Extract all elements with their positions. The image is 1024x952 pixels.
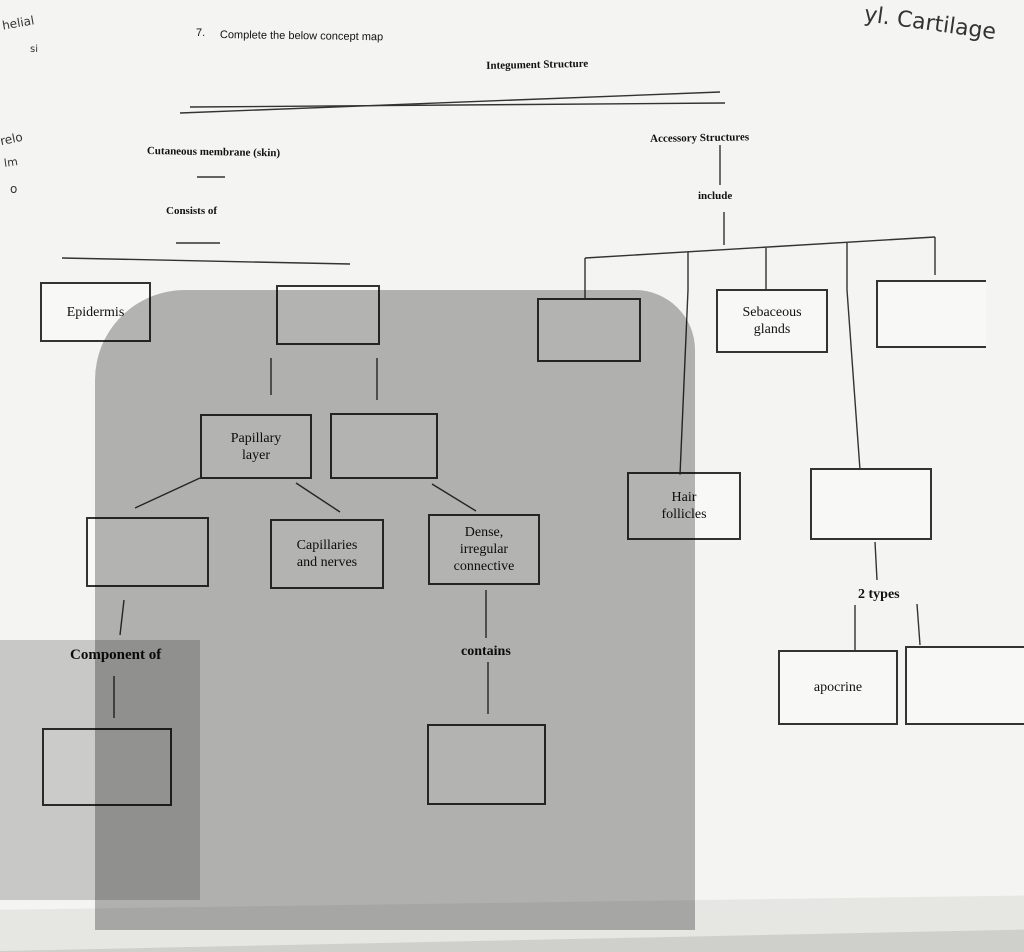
root-concept: Integument Structure — [486, 57, 589, 72]
hair-label: Hair follicles — [661, 490, 707, 522]
capillaries-box: Capillaries and nerves — [270, 519, 384, 589]
sebaceous-label: Sebaceous glands — [742, 305, 802, 337]
contains-link-label: contains — [461, 644, 511, 659]
dense-connective-box: Dense, irregular connective — [428, 514, 540, 585]
concept-map-lines — [61, 91, 936, 718]
types-link-label: 2 types — [858, 587, 900, 602]
epidermis-box: Epidermis — [40, 282, 151, 342]
blank-box-sweat-glands[interactable] — [810, 468, 932, 540]
blank-box-eccrine[interactable] — [905, 646, 1024, 725]
blank-box-accessory-3[interactable] — [876, 280, 986, 348]
papillary-layer-box: Papillary layer — [200, 414, 312, 479]
epidermis-label: Epidermis — [66, 304, 125, 320]
blank-box-dermis[interactable] — [276, 285, 380, 345]
left-branch-label: Cutaneous membrane (skin) — [146, 145, 281, 160]
question-instruction: Complete the below concept map — [219, 29, 384, 44]
blank-box-contains[interactable] — [427, 724, 546, 805]
margin-note-top-left-2: si — [30, 44, 38, 55]
apocrine-label: apocrine — [813, 680, 863, 695]
right-branch-label: Accessory Structures — [650, 131, 750, 145]
component-link-label: Component of — [70, 647, 162, 663]
papillary-label: Papillary layer — [230, 430, 282, 463]
left-link-label: Consists of — [166, 205, 218, 217]
blank-box-accessory-1[interactable] — [537, 298, 641, 362]
blank-box-component[interactable] — [42, 728, 172, 806]
blank-box-left-lower[interactable] — [86, 517, 209, 587]
question-number: 7. — [196, 27, 206, 39]
margin-note-left-3: o — [10, 182, 18, 196]
capillaries-label: Capillaries and nerves — [296, 538, 358, 570]
dense-label: Dense, irregular connective — [453, 525, 515, 574]
apocrine-box: apocrine — [778, 650, 898, 725]
right-link-label: include — [698, 190, 733, 202]
margin-note-left-2: lm — [3, 155, 19, 170]
hair-follicles-box: Hair follicles — [627, 472, 741, 540]
blank-box-reticular[interactable] — [330, 413, 438, 479]
sebaceous-glands-box: Sebaceous glands — [716, 289, 828, 353]
